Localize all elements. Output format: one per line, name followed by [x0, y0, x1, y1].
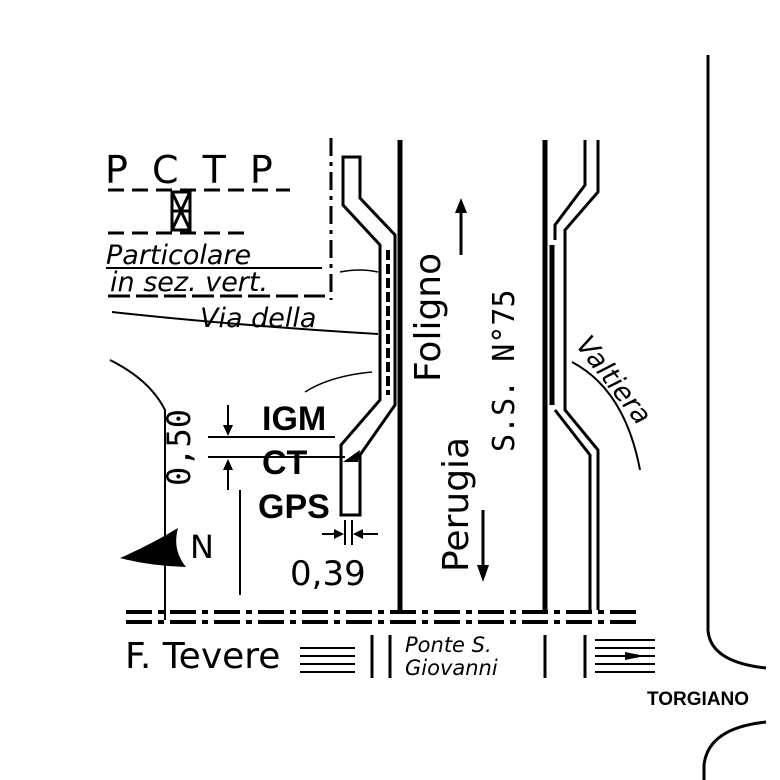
ponte-label-line1: Ponte S.: [405, 633, 492, 657]
offset-arrow-down-icon: [223, 405, 233, 436]
ct-marker-icon: [343, 450, 360, 462]
ct-label: CT: [262, 444, 308, 482]
offset-arrow-up-icon: [223, 459, 233, 490]
ponte-label-line2: Giovanni: [405, 656, 498, 680]
perugia-label: Perugia: [436, 437, 477, 572]
legend-pctp-label: P C T P: [105, 148, 279, 192]
foligno-label: Foligno: [408, 253, 449, 382]
pylon-icon: [170, 190, 192, 232]
valtiera-label: Valtiera: [569, 330, 657, 430]
legend-pctp: P C T P: [105, 148, 290, 235]
left-road-shape: [339, 155, 397, 517]
particolare-label-line2: in sez. vert.: [110, 267, 268, 298]
dimension-arrows-icon: [322, 520, 378, 545]
arrow-up-icon: [455, 198, 467, 255]
right-road-shape: [549, 140, 600, 610]
river-hatching-left: [300, 647, 355, 673]
tevere-label: F. Tevere: [125, 636, 280, 677]
offset-vertical-label: 0,50: [160, 409, 198, 486]
ss75-label: S.S. N°75: [487, 289, 522, 452]
river-flow-arrow-icon: [625, 652, 645, 660]
north-arrow-icon: [120, 528, 186, 567]
offset-horizontal-label: 0,39: [290, 554, 366, 594]
torgiano-label: TORGIANO: [647, 689, 749, 710]
gps-label: GPS: [258, 488, 330, 526]
frame-border-bottom: [702, 720, 767, 780]
igm-label: IGM: [262, 400, 326, 438]
frame-border-top: [706, 55, 767, 670]
north-label: N: [190, 528, 214, 566]
particolare-label-line1: Particolare: [106, 240, 251, 271]
arrow-down-icon: [477, 510, 489, 582]
